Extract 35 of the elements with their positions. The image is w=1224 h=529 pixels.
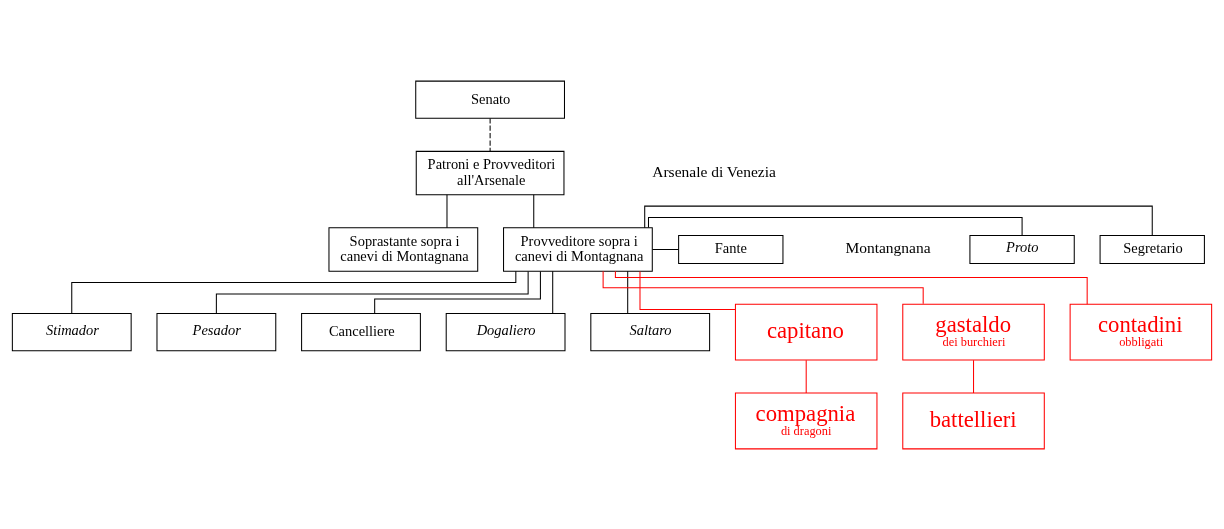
node-box: Pesador xyxy=(156,312,277,351)
node-box: gastaldo dei burchieri xyxy=(902,303,1045,361)
connector xyxy=(215,270,529,314)
connector xyxy=(647,216,1023,236)
connector xyxy=(489,117,491,152)
label: Arsenale di Venezia xyxy=(652,162,776,180)
node-box: Segretario xyxy=(1099,234,1205,264)
label: Montangnana xyxy=(845,238,931,256)
connector xyxy=(644,205,1153,236)
connector xyxy=(71,270,517,314)
connector xyxy=(614,270,1088,305)
node-box: Stimador xyxy=(11,312,132,351)
connector xyxy=(973,359,975,394)
node-box: Saltaro xyxy=(590,312,711,351)
connector xyxy=(602,270,924,304)
node-box: Patroni e Provveditori all'Arsenale xyxy=(415,150,565,195)
node-box: Senato xyxy=(415,80,565,119)
node-box: Fante xyxy=(678,234,784,264)
node-box: Dogaliero xyxy=(445,312,566,351)
connector xyxy=(627,270,629,314)
connector xyxy=(639,270,736,310)
node-box: Proto xyxy=(969,234,1075,264)
connector xyxy=(533,193,535,228)
connector xyxy=(446,193,448,228)
connector xyxy=(805,359,807,394)
connector xyxy=(652,248,680,250)
node-box: battellieri xyxy=(902,392,1045,449)
node-box: contadini obbligati xyxy=(1069,303,1213,361)
node-box: Provveditore sopra i canevi di Montagnana xyxy=(503,226,653,272)
node-box: Soprastante sopra i canevi di Montagnana xyxy=(328,226,479,272)
connector xyxy=(374,270,541,314)
node-box: compagnia di dragoni xyxy=(734,392,878,449)
connector xyxy=(552,270,554,314)
node-box: capitano xyxy=(734,303,878,361)
node-box: Cancelliere xyxy=(301,312,421,351)
